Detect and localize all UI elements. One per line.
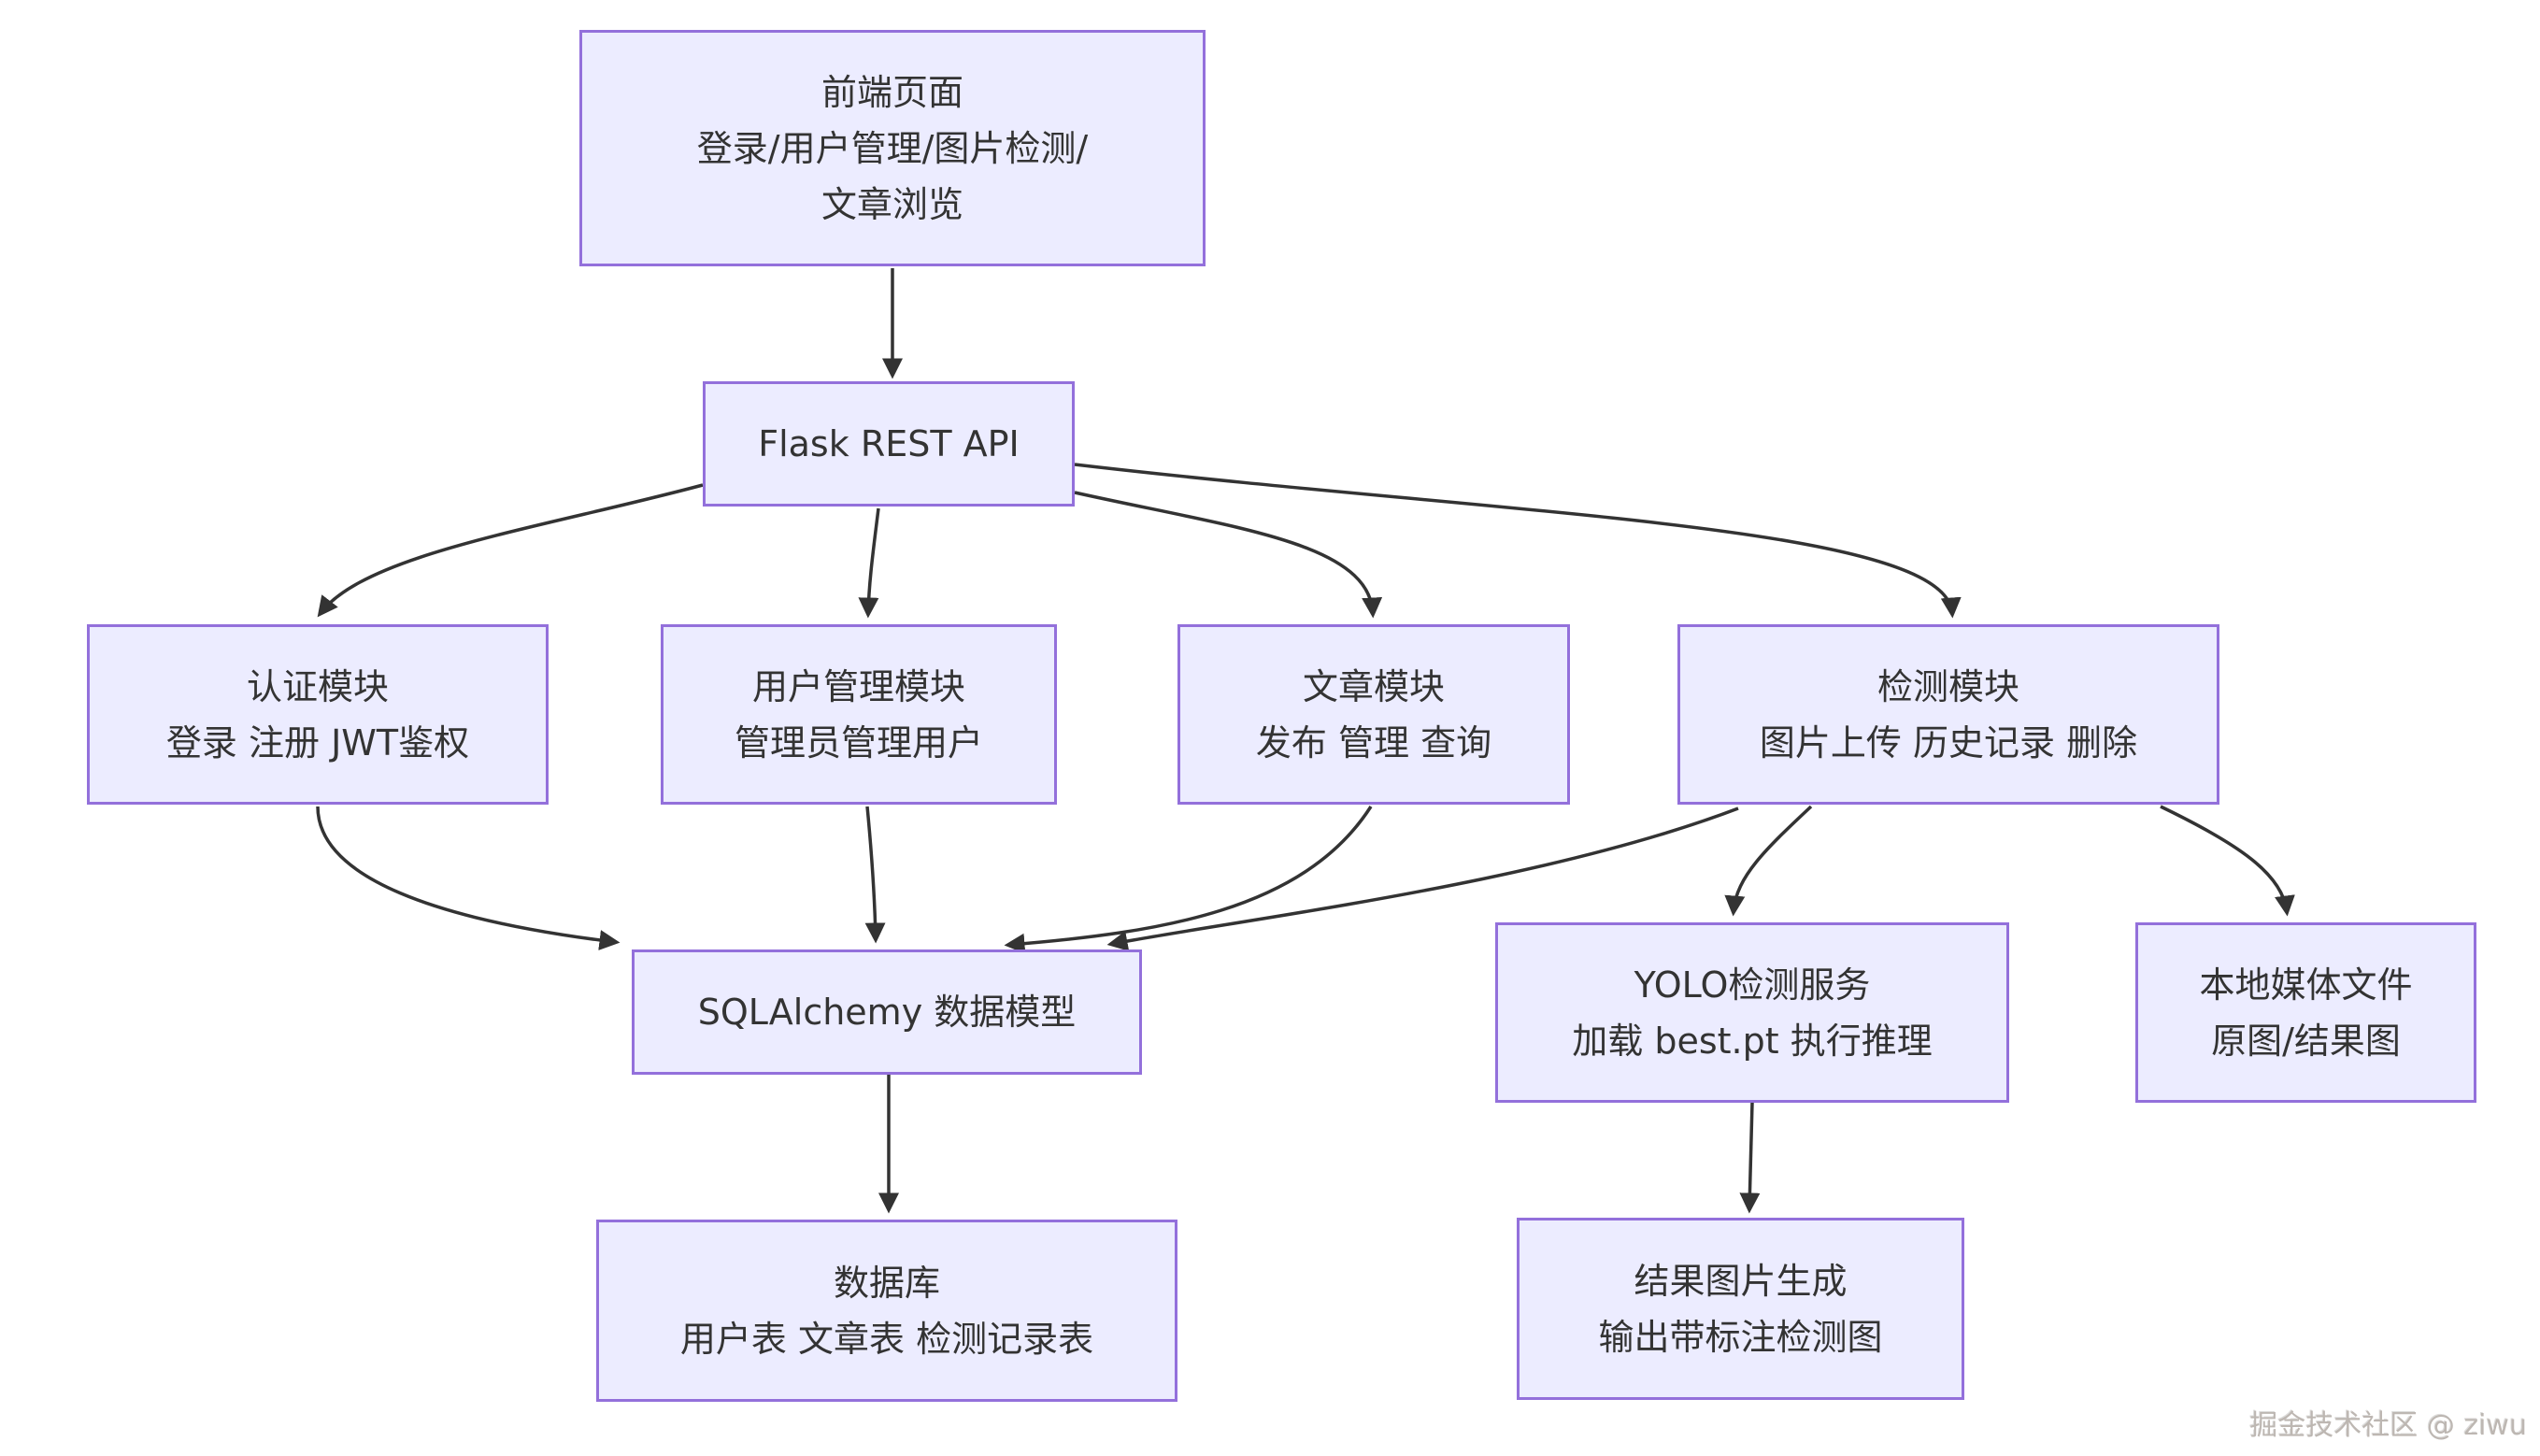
node-text-line: 登录/用户管理/图片检测/ (696, 127, 1089, 169)
node-text-line: 文章模块 (1302, 665, 1445, 707)
edge-article-to-sqlalchemy (1004, 806, 1373, 954)
edge-detect-to-yolo (1724, 805, 1813, 917)
node-text-line: 检测模块 (1876, 665, 2019, 707)
node-text-line: 加载 best.pt 执行推理 (1572, 1020, 1933, 1062)
node-text-line: Flask REST API (758, 423, 1020, 464)
edge-user-to-sqlalchemy (864, 806, 886, 944)
edge-flask-to-auth (317, 483, 704, 618)
node-text-line: 前端页面 (821, 71, 963, 113)
node-text-line: 文章浏览 (821, 183, 963, 225)
node-text-line: 认证模块 (246, 665, 389, 707)
node-user-management-module: 用户管理模块 管理员管理用户 (661, 624, 1057, 805)
edge-detect-to-sqlalchemy (1106, 807, 1739, 951)
node-text-line: 图片上传 历史记录 删除 (1759, 721, 2138, 764)
node-text-line: 用户表 文章表 检测记录表 (679, 1318, 1094, 1360)
node-auth-module: 认证模块 登录 注册 JWT鉴权 (87, 624, 549, 805)
node-text-line: 用户管理模块 (751, 665, 965, 707)
node-text-line: 输出带标注检测图 (1598, 1316, 1883, 1358)
node-database: 数据库 用户表 文章表 检测记录表 (596, 1220, 1177, 1402)
node-text-line: 数据库 (833, 1262, 940, 1304)
node-text-line: 本地媒体文件 (2199, 964, 2413, 1006)
node-text-line: 发布 管理 查询 (1255, 721, 1492, 764)
node-text-line: 管理员管理用户 (734, 721, 983, 764)
edge-detect-to-media (2160, 805, 2295, 917)
edge-yolo-to-result (1739, 1102, 1761, 1214)
node-text-line: YOLO检测服务 (1634, 964, 1871, 1006)
watermark-text: 掘金技术社区 @ ziwu (2249, 1409, 2527, 1442)
node-flask-rest-api: Flask REST API (703, 381, 1075, 507)
node-text-line: SQLAlchemy 数据模型 (697, 992, 1077, 1033)
node-article-module: 文章模块 发布 管理 查询 (1177, 624, 1570, 805)
node-text-line: 原图/结果图 (2211, 1020, 2401, 1062)
node-result-image-generation: 结果图片生成 输出带标注检测图 (1517, 1218, 1964, 1400)
node-text-line: 登录 注册 JWT鉴权 (165, 721, 470, 764)
edge-flask-to-detect (1074, 463, 1962, 619)
node-local-media-files: 本地媒体文件 原图/结果图 (2135, 922, 2476, 1103)
node-sqlalchemy-data-model: SQLAlchemy 数据模型 (632, 949, 1142, 1075)
edge-flask-to-user (858, 507, 880, 619)
node-detection-module: 检测模块 图片上传 历史记录 删除 (1677, 624, 2219, 805)
edge-flask-to-article (1074, 491, 1383, 619)
node-yolo-detection-service: YOLO检测服务 加载 best.pt 执行推理 (1495, 922, 2009, 1103)
node-frontend-page: 前端页面 登录/用户管理/图片检测/ 文章浏览 (579, 30, 1206, 266)
edge-auth-to-sqlalchemy (316, 806, 621, 950)
node-text-line: 结果图片生成 (1634, 1260, 1848, 1302)
